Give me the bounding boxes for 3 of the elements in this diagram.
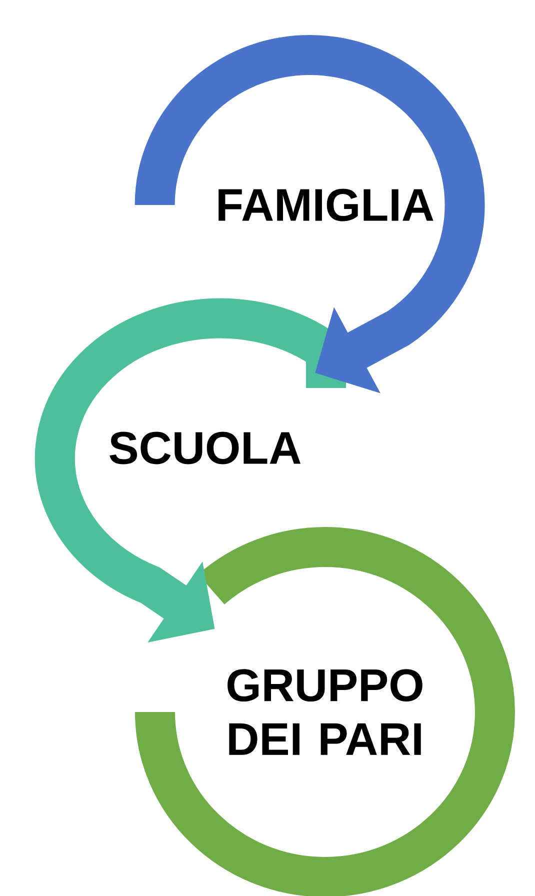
node-label: GRUPPO DEI PARI <box>228 669 422 755</box>
node-label: FAMIGLIA <box>218 188 434 222</box>
node-label: SCUOLA <box>110 432 301 464</box>
